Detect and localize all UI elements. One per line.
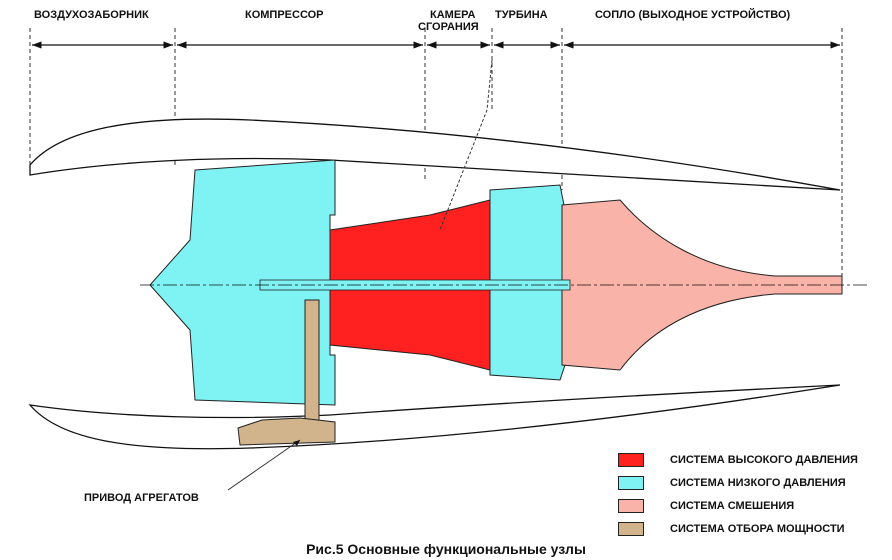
power-takeoff-shaft <box>304 299 320 426</box>
legend-label: СИСТЕМА НИЗКОГО ДАВЛЕНИЯ <box>670 477 846 489</box>
section-label-combustor-1: КАМЕРА <box>430 9 476 21</box>
section-label-intake: ВОЗДУХОЗАБОРНИК <box>34 9 149 21</box>
low-pressure-compressor <box>149 159 336 406</box>
legend-label: СИСТЕМА СМЕШЕНИЯ <box>670 500 795 512</box>
callout-leader <box>227 439 301 491</box>
legend-label: СИСТЕМА ВЫСОКОГО ДАВЛЕНИЯ <box>670 454 858 466</box>
figure-caption: Рис.5 Основные функциональные узлы <box>306 541 586 557</box>
combustor-leader <box>439 59 493 231</box>
accessory-drive-label: ПРИВОД АГРЕГАТОВ <box>84 492 199 504</box>
legend-label: СИСТЕМА ОТБОРА МОЩНОСТИ <box>670 523 845 535</box>
callout-arrowhead <box>293 440 300 446</box>
legend-swatch <box>618 499 644 513</box>
nacelle-lower <box>28 384 841 450</box>
section-label-compressor: КОМПРЕССОР <box>245 9 324 21</box>
legend-swatch <box>618 453 644 467</box>
legend-swatch <box>618 476 644 490</box>
legend-item-power-takeoff: СИСТЕМА ОТБОРА МОЩНОСТИ <box>618 521 845 537</box>
accessory-gearbox <box>237 417 336 446</box>
section-label-combustor-2: СГОРАНИЯ <box>418 21 479 33</box>
legend-item-high-pressure: СИСТЕМА ВЫСОКОГО ДАВЛЕНИЯ <box>618 452 858 468</box>
legend-item-mixing: СИСТЕМА СМЕШЕНИЯ <box>618 498 794 514</box>
section-label-turbine: ТУРБИНА <box>495 9 548 21</box>
nacelle-upper <box>29 118 841 191</box>
section-label-nozzle: СОПЛО (ВЫХОДНОЕ УСТРОЙСТВО) <box>595 9 791 21</box>
legend-swatch <box>618 522 644 536</box>
legend-item-low-pressure: СИСТЕМА НИЗКОГО ДАВЛЕНИЯ <box>618 475 846 491</box>
